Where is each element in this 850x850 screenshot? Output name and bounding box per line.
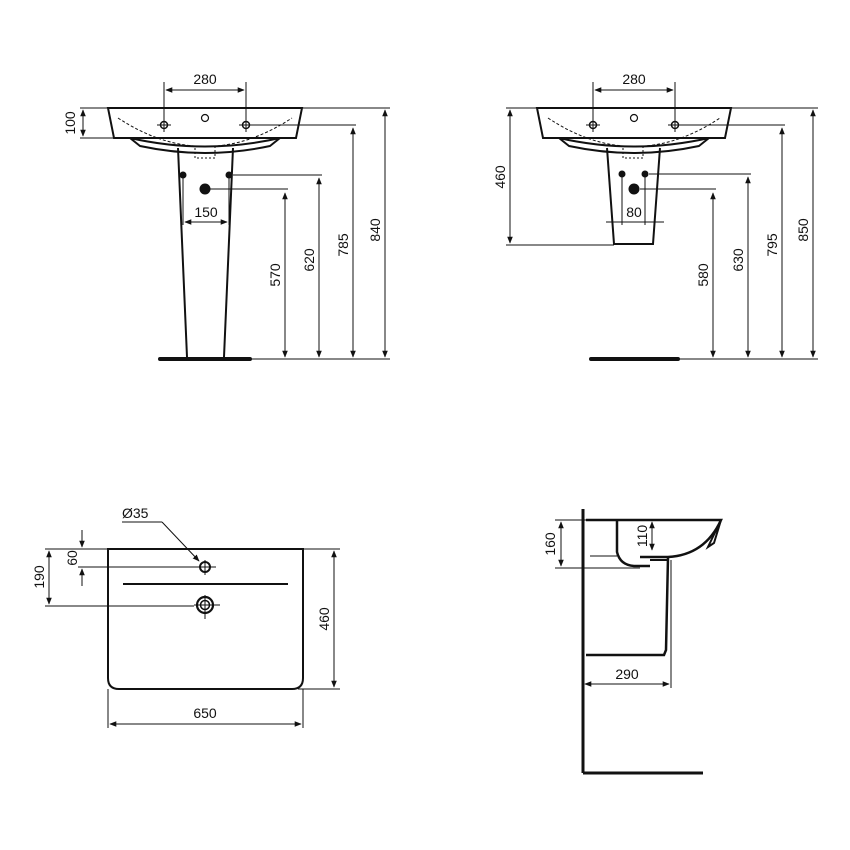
overflow-hole: [200, 113, 210, 123]
plan-view: Ø35 60 190 460 650: [31, 505, 340, 728]
dim-tap-hole-diameter: Ø35: [122, 505, 149, 521]
dim-depth: 460: [316, 607, 332, 631]
waste-hole: [194, 595, 220, 619]
front-semi-pedestal-view: 280 80 460 580 630 795 850: [492, 71, 818, 361]
dim-waste-offset: 190: [31, 565, 47, 589]
dim-waste-height: 570: [267, 263, 283, 287]
basin-outline: [535, 107, 733, 139]
dim-tap-spacing: 280: [193, 71, 217, 87]
tap-hole-left: [157, 118, 171, 132]
front-pedestal-view: 280 100 150 570 620 785 840: [62, 71, 390, 361]
dim-basin-height: 100: [62, 111, 78, 135]
dim-tap-offset: 60: [64, 550, 80, 566]
dim-total-height: 160: [542, 532, 558, 556]
dim-tap-spacing: 280: [622, 71, 646, 87]
waste-outlet: [199, 183, 211, 195]
basin-outline: [106, 107, 304, 139]
basin-plan-outline: [107, 548, 304, 690]
dim-overflow-height: 795: [764, 233, 780, 257]
dim-width: 650: [193, 705, 217, 721]
side-view: 160 110 290: [542, 509, 723, 775]
tap-hole: [197, 560, 216, 575]
dim-inlet-spacing: 150: [194, 204, 218, 220]
dim-inlet-height: 620: [301, 248, 317, 272]
dim-inlet-spacing: 80: [626, 204, 642, 220]
dim-overflow-height: 785: [335, 233, 351, 257]
dim-rim-height: 850: [795, 218, 811, 242]
dim-bowl-depth: 110: [634, 525, 650, 548]
dim-pedestal-projection: 290: [615, 666, 639, 682]
dim-inlet-height: 630: [730, 248, 746, 272]
dim-waste-height: 580: [695, 263, 711, 287]
bowl-hidden-line: [117, 117, 293, 147]
tap-hole-left: [586, 118, 600, 132]
dim-rim-to-pedestal: 460: [492, 165, 508, 189]
dim-rim-height: 840: [367, 218, 383, 242]
